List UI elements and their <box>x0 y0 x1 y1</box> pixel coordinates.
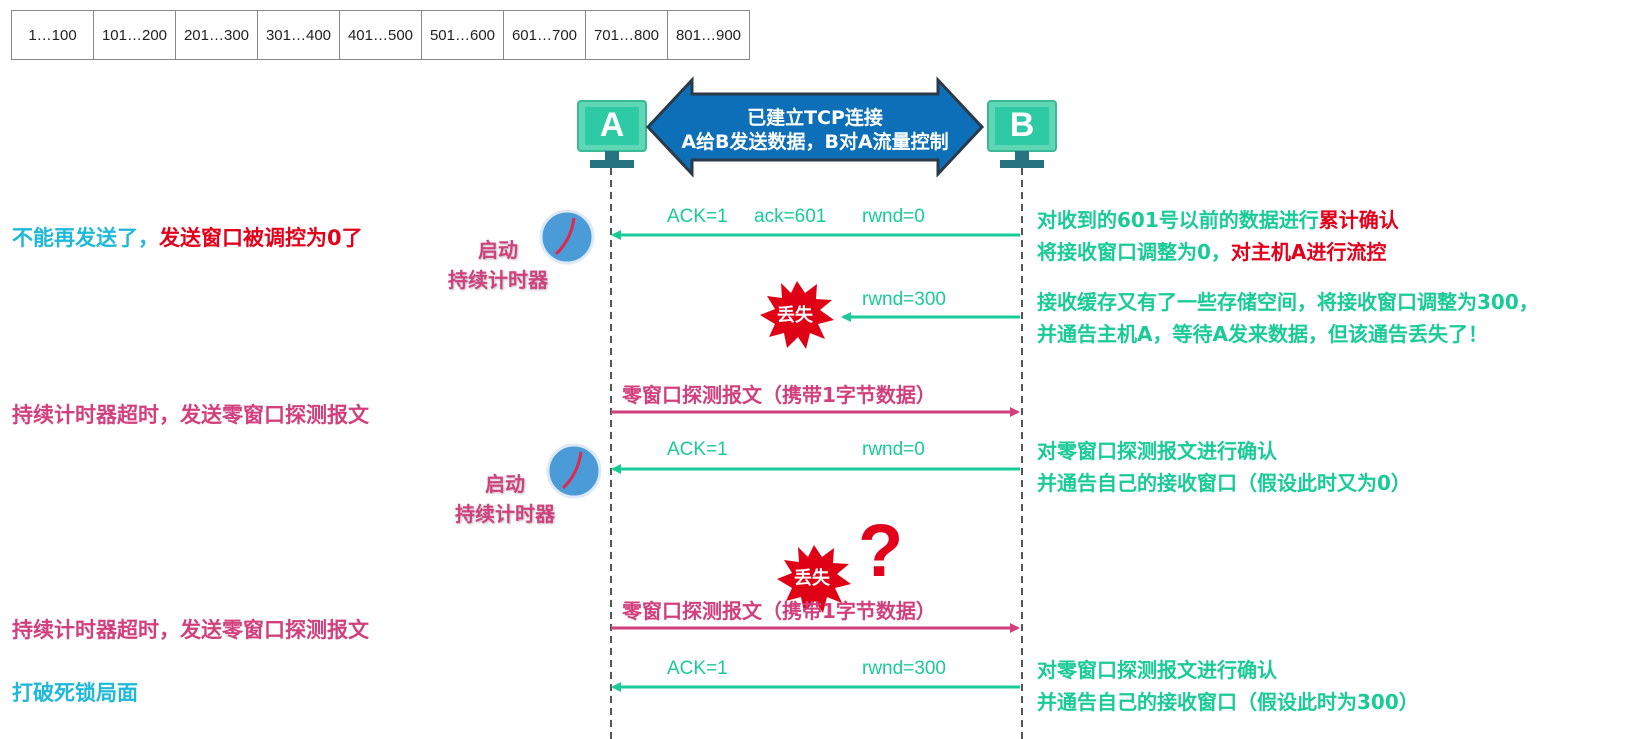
clock-icon <box>539 209 595 265</box>
segment-table: 1…100 101…200 201…300 301…400 401…500 50… <box>11 10 750 60</box>
banner-line-1: 已建立TCP连接 <box>747 107 883 129</box>
right-note-1c: 将接收窗口调整为0， <box>1037 240 1231 264</box>
lost-burst-1 <box>760 281 834 349</box>
segment-cell: 501…600 <box>422 11 504 59</box>
segment-cell: 101…200 <box>94 11 176 59</box>
left-note-break-deadlock: 打破死锁局面 <box>12 681 138 705</box>
msg1-ack-flag: ACK=1 <box>667 206 728 227</box>
timer-start-label-2: 启动 持续计时器 <box>455 469 555 529</box>
segment-cell: 601…700 <box>504 11 586 59</box>
right-note-1b: 累计确认 <box>1318 208 1399 232</box>
right-note-2: 接收缓存又有了一些存储空间，将接收窗口调整为300， 并通告主机A，等待A发来数… <box>1037 286 1539 350</box>
segment-cell: 201…300 <box>176 11 258 59</box>
timer-start-text: 启动 <box>478 238 518 262</box>
msg4-ack-flag: ACK=1 <box>667 439 728 460</box>
left-note-timeout-1: 持续计时器超时，发送零窗口探测报文 <box>12 403 369 427</box>
msg1-ack-num: ack=601 <box>754 206 827 227</box>
msg3-label: 零窗口探测报文（携带1字节数据） <box>622 383 936 407</box>
host-b-label: B <box>1009 106 1035 144</box>
host-b-icon <box>987 100 1057 168</box>
right-note-4b: 并通告自己的接收窗口（假设此时又为0） <box>1037 471 1411 495</box>
left-note-window-zero-text: 发送窗口被调控为0了 <box>159 226 363 250</box>
lost-label-2: 丢失 <box>794 568 830 589</box>
msg6-ack-flag: ACK=1 <box>667 658 728 679</box>
right-note-6: 对零窗口探测报文进行确认 并通告自己的接收窗口（假设此时为300） <box>1037 654 1419 718</box>
timer-start-label-1: 启动 持续计时器 <box>448 235 548 295</box>
host-a-icon <box>577 100 647 168</box>
msg5-label: 零窗口探测报文（携带1字节数据） <box>622 599 936 623</box>
right-note-2b: 并通告主机A，等待A发来数据，但该通告丢失了！ <box>1037 322 1488 346</box>
left-note-window-zero: 不能再发送了，发送窗口被调控为0了 <box>12 222 363 252</box>
right-note-1d: 对主机A进行流控 <box>1230 240 1387 264</box>
segment-cell: 401…500 <box>340 11 422 59</box>
segment-cell: 1…100 <box>12 11 94 59</box>
lost-label-1: 丢失 <box>777 305 813 326</box>
right-note-1a: 对收到的601号以前的数据进行 <box>1037 208 1319 232</box>
right-note-1: 对收到的601号以前的数据进行累计确认 将接收窗口调整为0，对主机A进行流控 <box>1037 204 1399 268</box>
right-note-2a: 接收缓存又有了一些存储空间，将接收窗口调整为300， <box>1037 290 1539 314</box>
connection-banner-arrow <box>645 76 985 178</box>
banner-line-2: A给B发送数据，B对A流量控制 <box>681 131 949 153</box>
right-note-4: 对零窗口探测报文进行确认 并通告自己的接收窗口（假设此时又为0） <box>1037 435 1411 499</box>
left-note-cannot-send: 不能再发送了， <box>12 226 159 250</box>
msg2-rwnd: rwnd=300 <box>862 289 946 310</box>
msg4-rwnd: rwnd=0 <box>862 439 925 460</box>
timer-start-text: 启动 <box>485 472 525 496</box>
right-note-6b: 并通告自己的接收窗口（假设此时为300） <box>1037 690 1419 714</box>
clock-icon <box>546 443 602 499</box>
lost-burst-2 <box>777 545 851 613</box>
segment-cell: 701…800 <box>586 11 668 59</box>
right-note-6a: 对零窗口探测报文进行确认 <box>1037 658 1277 682</box>
segment-cell: 801…900 <box>675 26 742 44</box>
question-mark: ? <box>858 509 904 592</box>
msg6-rwnd: rwnd=300 <box>862 658 946 679</box>
left-note-timeout-2: 持续计时器超时，发送零窗口探测报文 <box>12 618 369 642</box>
timer-name-text: 持续计时器 <box>448 268 548 292</box>
timer-name-text: 持续计时器 <box>455 502 555 526</box>
msg1-rwnd: rwnd=0 <box>862 206 925 227</box>
segment-cell: 301…400 <box>258 11 340 59</box>
host-a-label: A <box>599 106 625 144</box>
right-note-4a: 对零窗口探测报文进行确认 <box>1037 439 1277 463</box>
